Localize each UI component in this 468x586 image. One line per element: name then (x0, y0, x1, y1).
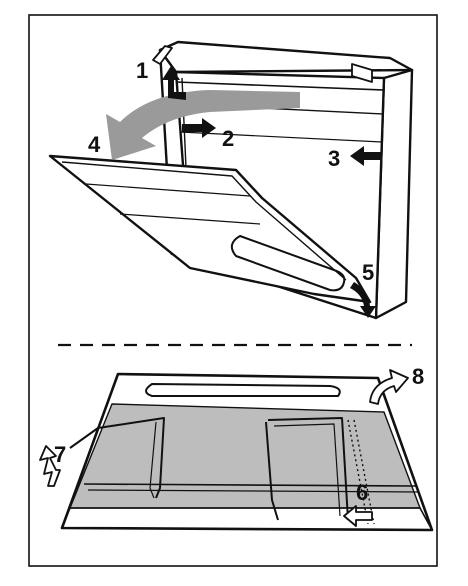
step-label-1: 1 (136, 58, 148, 83)
arrow-8-icon (370, 370, 408, 404)
step-label-2: 2 (222, 126, 234, 151)
step-label-7: 7 (54, 442, 66, 467)
step-label-8: 8 (412, 364, 424, 389)
step-label-4: 4 (88, 132, 101, 157)
step-label-3: 3 (328, 146, 340, 171)
step-label-6: 6 (356, 480, 368, 505)
step-label-5: 5 (362, 260, 374, 285)
